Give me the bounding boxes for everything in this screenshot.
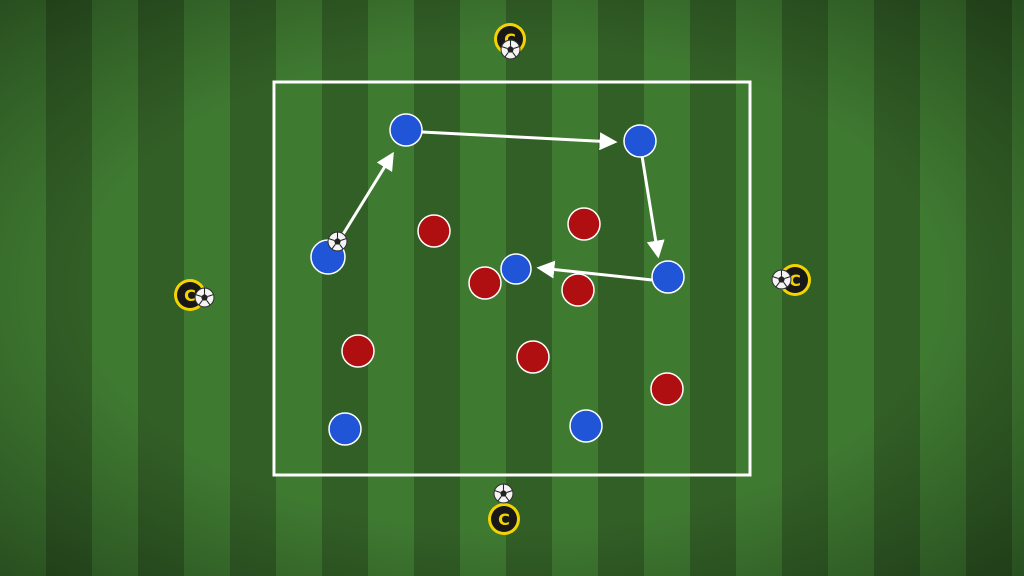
coach-label: C (184, 286, 196, 305)
blue-player (623, 124, 657, 158)
red-player (341, 334, 375, 368)
coach-marker-left: C (174, 279, 215, 311)
red-player (567, 207, 601, 241)
blue-player (389, 113, 423, 147)
ball-icon (500, 39, 521, 60)
blue-team (310, 113, 685, 446)
ball-icon (194, 287, 215, 308)
coach-label: C (789, 271, 801, 290)
red-player (561, 273, 595, 307)
pass-arrow-1 (340, 151, 394, 237)
coach-label: C (504, 30, 516, 49)
pass-arrow-2 (421, 130, 618, 151)
red-team (341, 207, 684, 406)
blue-player (651, 260, 685, 294)
blue-player (500, 253, 532, 285)
blue-player (328, 412, 362, 446)
pass-arrows (340, 130, 665, 282)
coach-marker-right: C (771, 264, 811, 296)
ball-icon (771, 269, 792, 290)
red-player (650, 372, 684, 406)
ball-icon (493, 483, 514, 504)
red-player (468, 266, 502, 300)
blue-player (569, 409, 603, 443)
coach-marker-bottom: C (488, 483, 520, 535)
pass-arrow-3 (640, 155, 665, 259)
pass-arrow-4 (536, 260, 653, 282)
red-player (417, 214, 451, 248)
red-player (516, 340, 550, 374)
ball-icon (327, 231, 348, 252)
coach-label: C (498, 510, 510, 529)
coach-marker-top: C (494, 23, 526, 60)
playing-area-boundary (272, 80, 752, 477)
